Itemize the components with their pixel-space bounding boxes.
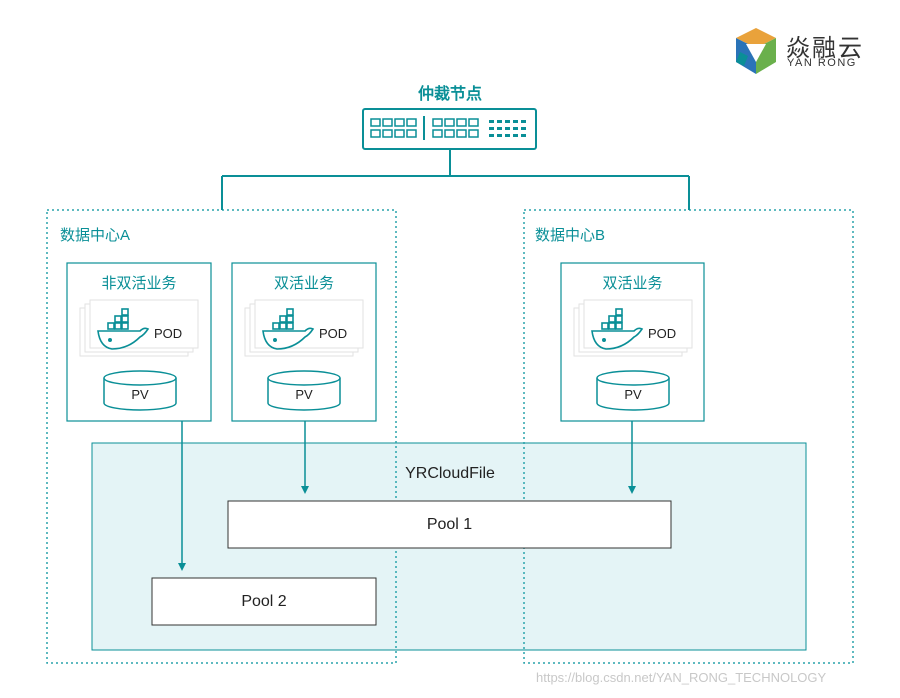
arbiter-title: 仲裁节点 — [417, 86, 482, 103]
network-switch-icon — [362, 108, 537, 150]
workload-2-title: 双活业务 — [273, 275, 334, 292]
docker-whale-icon — [591, 308, 644, 350]
workload-3-pv-label: PV — [624, 387, 642, 402]
workload-3-pod-label: POD — [648, 326, 677, 341]
logo-name-cn: 焱融云 — [786, 35, 864, 62]
pod-stack-1 — [79, 299, 199, 357]
workload-1-pv-label: PV — [131, 387, 149, 402]
watermark-url: https://blog.csdn.net/YAN_RONG_TECHNOLOG… — [536, 670, 827, 685]
datacenter-a-box — [46, 209, 397, 664]
yrcloudfile-label: YRCloudFile — [405, 465, 495, 482]
datacenter-a-label: 数据中心A — [60, 227, 131, 244]
cylinder-pv-icon — [103, 370, 177, 411]
docker-whale-icon — [262, 308, 315, 350]
pool-1-label: Pool 1 — [426, 516, 473, 533]
datacenter-b-label: 数据中心B — [535, 227, 606, 244]
pool-2-label: Pool 2 — [241, 593, 287, 610]
pod-stack-2 — [244, 299, 364, 357]
workload-1-title: 非双活业务 — [101, 275, 177, 292]
docker-whale-icon — [97, 308, 150, 350]
datacenter-b-box — [523, 209, 854, 664]
workload-3-title: 双活业务 — [602, 275, 663, 292]
logo-name-en: YAN RONG — [787, 57, 857, 69]
pool-2-box — [151, 577, 377, 626]
workload-1-pod-label: POD — [154, 326, 183, 341]
yanrong-logo-icon — [736, 28, 776, 74]
arbiter-connector — [221, 149, 690, 210]
pool-1-box — [227, 500, 672, 549]
workload-2-pv-label: PV — [295, 387, 313, 402]
workload-2-pod-label: POD — [319, 326, 348, 341]
cylinder-pv-icon — [596, 370, 670, 411]
cylinder-pv-icon — [267, 370, 341, 411]
